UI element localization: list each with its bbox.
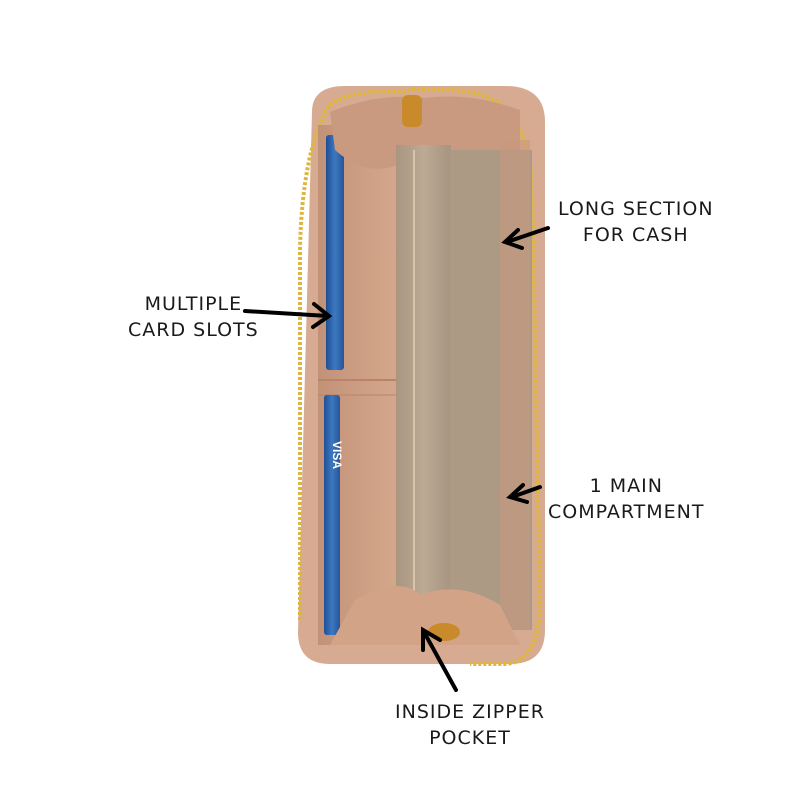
callout-line: INSIDE ZIPPER xyxy=(395,701,545,723)
callout-zipper-pocket: INSIDE ZIPPER POCKET xyxy=(395,699,545,751)
arrow-zipper-pocket xyxy=(421,626,458,692)
arrow-main-compartment xyxy=(506,483,542,504)
zipper xyxy=(298,87,543,666)
card-bottom xyxy=(324,395,340,635)
callout-line: MULTIPLE xyxy=(144,293,243,315)
zipper-pull-top xyxy=(402,95,422,127)
callout-line: CARD SLOTS xyxy=(128,319,259,341)
zipper-pull-bottom xyxy=(428,623,460,641)
card-top xyxy=(326,135,344,370)
callout-line: FOR CASH xyxy=(582,224,689,246)
zipper-pocket xyxy=(396,145,451,625)
bottom-flap xyxy=(330,586,520,645)
callout-line: POCKET xyxy=(429,727,511,749)
arrow-long-section xyxy=(501,226,550,250)
callout-card-slots: MULTIPLE CARD SLOTS xyxy=(128,291,259,343)
callout-main-compartment: 1 MAIN COMPARTMENT xyxy=(548,473,705,525)
arrow-card-slots xyxy=(243,302,333,329)
card-brand-text: VISA xyxy=(330,441,344,469)
callout-line: COMPARTMENT xyxy=(548,501,705,523)
callout-line: 1 MAIN xyxy=(589,475,663,497)
callout-long-section: LONG SECTION FOR CASH xyxy=(558,196,714,248)
callout-line: LONG SECTION xyxy=(558,198,714,220)
long-section-wall xyxy=(500,140,530,630)
